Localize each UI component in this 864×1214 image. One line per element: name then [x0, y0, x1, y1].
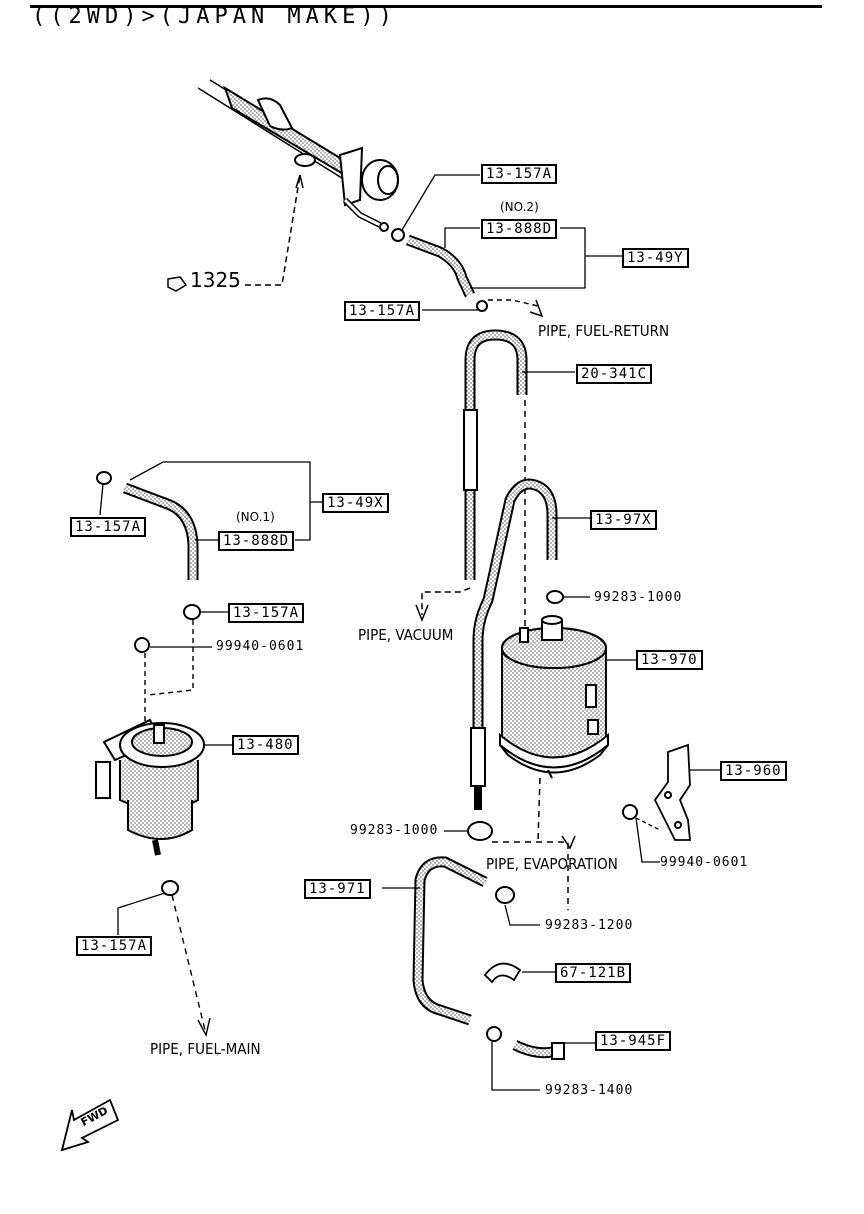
part-13-960[interactable]: 13-960	[720, 761, 787, 781]
part-13-157A[interactable]: 13-157A	[481, 164, 558, 184]
clamp-icon	[161, 880, 179, 896]
hose-13-971	[412, 856, 488, 1026]
fwd-arrow-icon	[60, 1098, 120, 1152]
part-13-888D-no1[interactable]: 13-888D	[218, 531, 295, 551]
part-99283-1200[interactable]: 99283-1200	[545, 918, 634, 933]
part-13-945F[interactable]: 13-945F	[595, 1031, 672, 1051]
label-pipe-fuel-main: PIPE, FUEL-MAIN	[150, 1040, 261, 1058]
bracket-13-960	[653, 743, 691, 841]
clamp-icon	[546, 590, 564, 604]
label-pipe-vacuum: PIPE, VACUUM	[358, 626, 454, 644]
part-13-157A[interactable]: 13-157A	[228, 603, 305, 623]
part-13-970[interactable]: 13-970	[636, 650, 703, 670]
part-99283-1000[interactable]: 99283-1000	[350, 823, 439, 838]
clip-67-121B	[483, 962, 522, 984]
nut-icon	[134, 637, 150, 653]
part-13-480[interactable]: 13-480	[232, 735, 299, 755]
part-99940-0601[interactable]: 99940-0601	[216, 639, 305, 654]
part-99283-1000[interactable]: 99283-1000	[594, 590, 683, 605]
header-rule	[30, 5, 822, 8]
part-67-121B[interactable]: 67-121B	[555, 963, 632, 983]
nut-icon	[622, 804, 638, 820]
clamp-icon	[495, 886, 515, 904]
part-13-49Y[interactable]: 13-49Y	[622, 248, 689, 268]
part-99940-0601[interactable]: 99940-0601	[660, 855, 749, 870]
part-20-341C[interactable]: 20-341C	[576, 364, 653, 384]
part-13-888D-no2[interactable]: 13-888D	[481, 219, 558, 239]
part-13-97X[interactable]: 13-97X	[590, 510, 657, 530]
label-pipe-evaporation: PIPE, EVAPORATION	[486, 855, 618, 873]
canister-13-970	[499, 615, 609, 779]
fuel-filter-13-480	[95, 718, 205, 856]
clamp-icon	[183, 604, 201, 620]
part-13-971[interactable]: 13-971	[304, 879, 371, 899]
clamp-icon	[391, 228, 405, 242]
part-99283-1400[interactable]: 99283-1400	[545, 1083, 634, 1098]
note-no2: (NO.2)	[500, 200, 539, 214]
label-pipe-fuel-return: PIPE, FUEL-RETURN	[538, 322, 670, 340]
part-13-157A[interactable]: 13-157A	[76, 936, 153, 956]
ref-1325[interactable]: 1325	[190, 268, 241, 292]
part-13-49X[interactable]: 13-49X	[322, 493, 389, 513]
clamp-icon	[467, 821, 493, 841]
clamp-icon	[486, 1026, 502, 1042]
note-no1: (NO.1)	[236, 510, 275, 524]
clamp-icon	[476, 300, 488, 312]
fuel-rail	[197, 79, 399, 232]
diagram-header: ((2WD)>(JAPAN MAKE))	[32, 4, 397, 29]
part-13-157A[interactable]: 13-157A	[344, 301, 421, 321]
clamp-icon	[96, 471, 112, 485]
part-13-157A[interactable]: 13-157A	[70, 517, 147, 537]
